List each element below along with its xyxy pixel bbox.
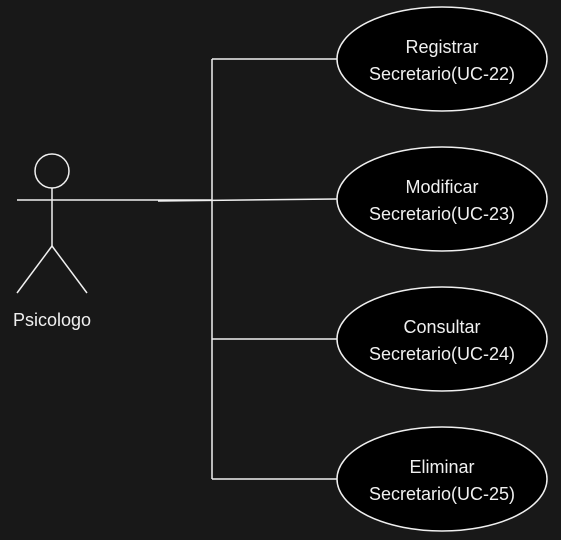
actor-right-leg [51, 245, 88, 294]
actor-psicologo[interactable]: Psicologo [13, 153, 91, 330]
use-case-uc-24[interactable]: Consultar Secretario(UC-24) [336, 286, 548, 392]
actor-label: Psicologo [13, 310, 91, 330]
use-case-ellipse [336, 146, 548, 252]
use-case-code: Secretario(UC-24) [369, 344, 515, 364]
use-case-title: Modificar [405, 177, 478, 197]
use-case-title: Eliminar [409, 457, 474, 477]
connector-uc-23 [157, 198, 338, 202]
use-case-uc-22[interactable]: Registrar Secretario(UC-22) [336, 6, 548, 112]
actor-left-leg [16, 245, 53, 294]
connectors [87, 58, 338, 480]
use-case-title: Consultar [403, 317, 480, 337]
use-case-code: Secretario(UC-23) [369, 204, 515, 224]
use-case-title: Registrar [405, 37, 478, 57]
use-case-code: Secretario(UC-22) [369, 64, 515, 84]
use-case-uc-23[interactable]: Modificar Secretario(UC-23) [336, 146, 548, 252]
use-case-code: Secretario(UC-25) [369, 484, 515, 504]
use-case-uc-25[interactable]: Eliminar Secretario(UC-25) [336, 426, 548, 532]
use-case-ellipse [336, 426, 548, 532]
use-case-ellipse [336, 6, 548, 112]
actor-head [34, 153, 70, 189]
use-case-ellipse [336, 286, 548, 392]
